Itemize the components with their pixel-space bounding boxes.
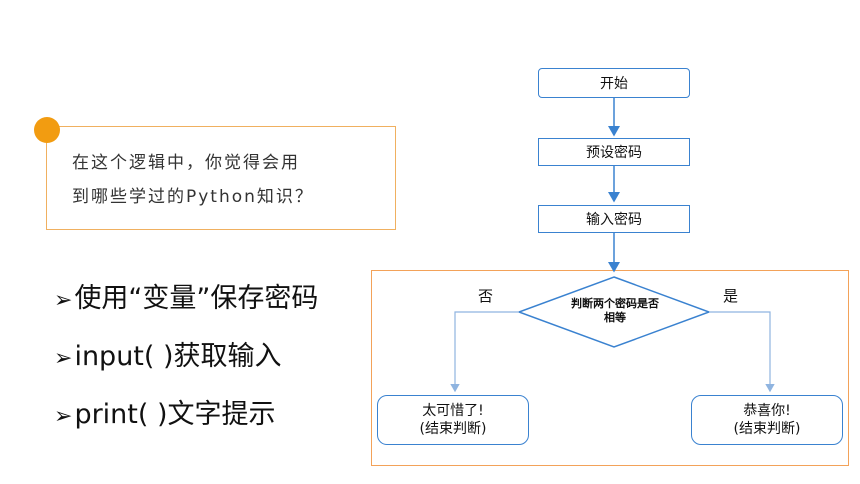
- question-text: 在这个逻辑中，你觉得会用 到哪些学过的Python知识？: [72, 146, 372, 214]
- arrow-bullet-icon: ➢: [54, 346, 73, 371]
- question-line-1: 在这个逻辑中，你觉得会用: [72, 153, 300, 173]
- arrow-bullet-icon: ➢: [54, 288, 73, 313]
- arrow-no-branch: [450, 311, 519, 393]
- decision-diamond: [516, 276, 712, 348]
- yes-label: 是: [723, 287, 739, 305]
- arrow-bullet-icon: ➢: [54, 404, 73, 429]
- bullet-text: input( )获取输入: [74, 341, 282, 372]
- success-end-node: 恭喜你! (结束判断): [691, 395, 843, 445]
- question-card: [46, 126, 396, 230]
- arrow-yes-branch: [709, 311, 775, 393]
- bullet-item: ➢使用“变量”保存密码: [54, 270, 318, 328]
- fail-line-1: 太可惜了!: [422, 403, 484, 419]
- start-node: 开始: [538, 68, 690, 98]
- decision-line-1: 判断两个密码是否: [571, 297, 659, 310]
- bullet-list: ➢使用“变量”保存密码 ➢input( )获取输入 ➢print( )文字提示: [54, 270, 318, 444]
- no-label: 否: [478, 287, 494, 305]
- input-password-node: 输入密码: [538, 205, 690, 233]
- fail-end-node: 太可惜了! (结束判断): [377, 395, 529, 445]
- decision-text: 判断两个密码是否 相等: [560, 297, 670, 325]
- bullet-text: 使用“变量”保存密码: [74, 283, 319, 314]
- bullet-item: ➢input( )获取输入: [54, 328, 318, 386]
- preset-password-node: 预设密码: [538, 138, 690, 166]
- decision-line-2: 相等: [604, 311, 626, 324]
- success-line-1: 恭喜你!: [743, 403, 791, 419]
- question-line-2: 到哪些学过的Python知识？: [72, 187, 314, 207]
- bullet-text: print( )文字提示: [74, 399, 276, 430]
- success-line-2: (结束判断): [733, 421, 801, 437]
- fail-line-2: (结束判断): [419, 421, 487, 437]
- bullet-item: ➢print( )文字提示: [54, 386, 318, 444]
- question-dot: [34, 117, 60, 143]
